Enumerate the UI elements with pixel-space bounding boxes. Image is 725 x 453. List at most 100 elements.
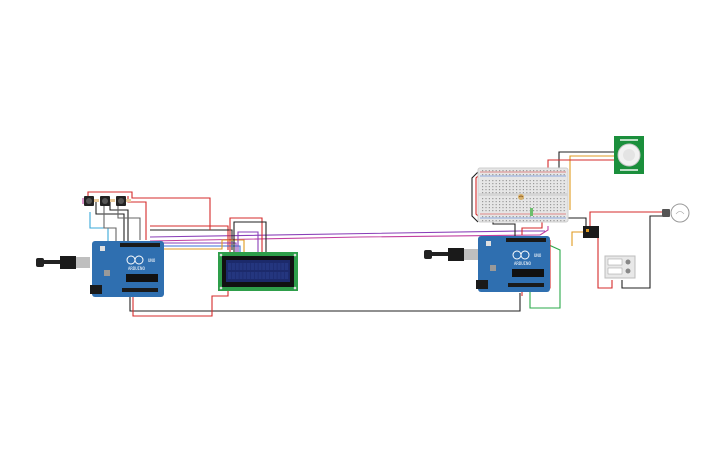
breadboard-hole[interactable]: [556, 174, 558, 176]
wire-right-black-bb[interactable]: [492, 222, 516, 238]
breadboard-hole[interactable]: [505, 204, 507, 206]
breadboard-hole[interactable]: [519, 220, 521, 222]
breadboard-hole[interactable]: [482, 210, 484, 212]
reset-button[interactable]: [100, 246, 105, 251]
breadboard-hole[interactable]: [529, 174, 531, 176]
push-button-2[interactable]: [100, 196, 110, 206]
breadboard-hole[interactable]: [516, 186, 518, 188]
breadboard-hole[interactable]: [553, 204, 555, 206]
wire-lcd-red-1[interactable]: [150, 225, 229, 250]
breadboard-hole[interactable]: [495, 210, 497, 212]
breadboard-hole[interactable]: [543, 192, 545, 194]
breadboard-hole[interactable]: [563, 183, 565, 185]
breadboard-hole[interactable]: [556, 201, 558, 203]
breadboard-hole[interactable]: [563, 204, 565, 206]
breadboard-hole[interactable]: [553, 170, 555, 172]
wire-lcd-red-2[interactable]: [229, 217, 263, 252]
breadboard-hole[interactable]: [546, 207, 548, 209]
breadboard-hole[interactable]: [482, 192, 484, 194]
breadboard-hole[interactable]: [502, 186, 504, 188]
breadboard-hole[interactable]: [553, 198, 555, 200]
breadboard-hole[interactable]: [485, 207, 487, 209]
breadboard-hole[interactable]: [560, 180, 562, 182]
breadboard-hole[interactable]: [560, 204, 562, 206]
breadboard-hole[interactable]: [509, 183, 511, 185]
photoresistor[interactable]: [518, 194, 524, 200]
breadboard-hole[interactable]: [512, 186, 514, 188]
wire-btn-black-2[interactable]: [109, 200, 129, 243]
breadboard-hole[interactable]: [519, 192, 521, 194]
breadboard-hole[interactable]: [560, 183, 562, 185]
wire-pir-orange[interactable]: [569, 155, 614, 210]
breadboard-hole[interactable]: [539, 192, 541, 194]
breadboard-hole[interactable]: [536, 198, 538, 200]
breadboard-hole[interactable]: [488, 189, 490, 191]
breadboard-hole[interactable]: [550, 183, 552, 185]
breadboard-hole[interactable]: [546, 186, 548, 188]
breadboard-hole[interactable]: [495, 201, 497, 203]
breadboard-hole[interactable]: [499, 186, 501, 188]
breadboard-hole[interactable]: [539, 220, 541, 222]
breadboard-hole[interactable]: [550, 192, 552, 194]
breadboard-hole[interactable]: [553, 216, 555, 218]
breadboard-hole[interactable]: [519, 180, 521, 182]
wire-lcd-orange[interactable]: [144, 239, 245, 252]
breadboard-hole[interactable]: [492, 170, 494, 172]
breadboard-hole[interactable]: [553, 174, 555, 176]
breadboard-hole[interactable]: [546, 210, 548, 212]
breadboard-hole[interactable]: [519, 170, 521, 172]
wire-pink-long[interactable]: [149, 234, 541, 242]
breadboard-hole[interactable]: [533, 198, 535, 200]
breadboard-hole[interactable]: [492, 201, 494, 203]
breadboard-hole[interactable]: [502, 204, 504, 206]
breadboard-hole[interactable]: [502, 207, 504, 209]
breadboard-hole[interactable]: [505, 174, 507, 176]
breadboard-hole[interactable]: [516, 192, 518, 194]
breadboard-hole[interactable]: [492, 174, 494, 176]
breadboard-hole[interactable]: [546, 189, 548, 191]
breadboard-hole[interactable]: [492, 180, 494, 182]
breadboard-hole[interactable]: [553, 180, 555, 182]
breadboard-hole[interactable]: [522, 201, 524, 203]
breadboard-hole[interactable]: [539, 189, 541, 191]
breadboard-hole[interactable]: [536, 201, 538, 203]
breadboard-hole[interactable]: [553, 207, 555, 209]
breadboard-hole[interactable]: [539, 183, 541, 185]
usb-cable-left[interactable]: [36, 256, 90, 269]
arduino-left[interactable]: UNO ARDUINO: [36, 241, 164, 297]
breadboard-hole[interactable]: [556, 183, 558, 185]
breadboard-hole[interactable]: [485, 170, 487, 172]
breadboard-hole[interactable]: [495, 204, 497, 206]
breadboard-hole[interactable]: [543, 189, 545, 191]
breadboard-hole[interactable]: [519, 207, 521, 209]
breadboard-hole[interactable]: [536, 216, 538, 218]
breadboard-hole[interactable]: [550, 201, 552, 203]
breadboard-hole[interactable]: [509, 198, 511, 200]
wire-btn-gray[interactable]: [103, 206, 117, 243]
breadboard-hole[interactable]: [509, 170, 511, 172]
breadboard-hole[interactable]: [512, 180, 514, 182]
breadboard-hole[interactable]: [529, 170, 531, 172]
breadboard-hole[interactable]: [550, 207, 552, 209]
breadboard-hole[interactable]: [505, 189, 507, 191]
breadboard-hole[interactable]: [543, 207, 545, 209]
breadboard-hole[interactable]: [488, 210, 490, 212]
breadboard-hole[interactable]: [546, 174, 548, 176]
breadboard-hole[interactable]: [482, 186, 484, 188]
breadboard-hole[interactable]: [485, 180, 487, 182]
breadboard-hole[interactable]: [516, 170, 518, 172]
breadboard-hole[interactable]: [512, 216, 514, 218]
breadboard-hole[interactable]: [560, 186, 562, 188]
breadboard-hole[interactable]: [499, 170, 501, 172]
push-button-1[interactable]: [82, 196, 94, 206]
breadboard-hole[interactable]: [529, 220, 531, 222]
breadboard-hole[interactable]: [495, 220, 497, 222]
arduino-right[interactable]: UNO ARDUINO: [424, 236, 550, 292]
breadboard-hole[interactable]: [492, 220, 494, 222]
breadboard-hole[interactable]: [563, 192, 565, 194]
breadboard-hole[interactable]: [522, 186, 524, 188]
breadboard-hole[interactable]: [482, 201, 484, 203]
breadboard-hole[interactable]: [519, 183, 521, 185]
wire-relay-red-2[interactable]: [597, 238, 613, 289]
breadboard-hole[interactable]: [519, 216, 521, 218]
